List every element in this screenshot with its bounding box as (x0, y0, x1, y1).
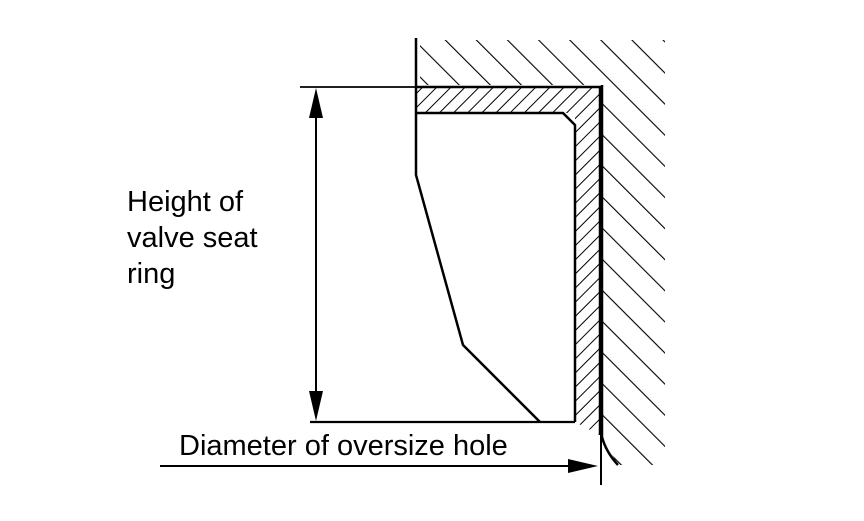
height-label-line-1: Height of (127, 186, 244, 218)
height-label-line-3: ring (127, 258, 176, 290)
height-dimension-line (300, 86, 416, 421)
arrow-up-icon (309, 88, 323, 118)
height-label-line-2: valve seat (127, 222, 258, 254)
diameter-of-oversize-hole-label: Diameter of oversize hole (179, 430, 508, 462)
height-of-valve-seat-ring-label: Height of valve seat ring (127, 184, 258, 292)
diameter-dimension-line (160, 430, 602, 485)
arrow-right-icon (568, 459, 598, 473)
arrow-down-icon (309, 391, 323, 421)
valve-seat-profile (310, 38, 575, 424)
